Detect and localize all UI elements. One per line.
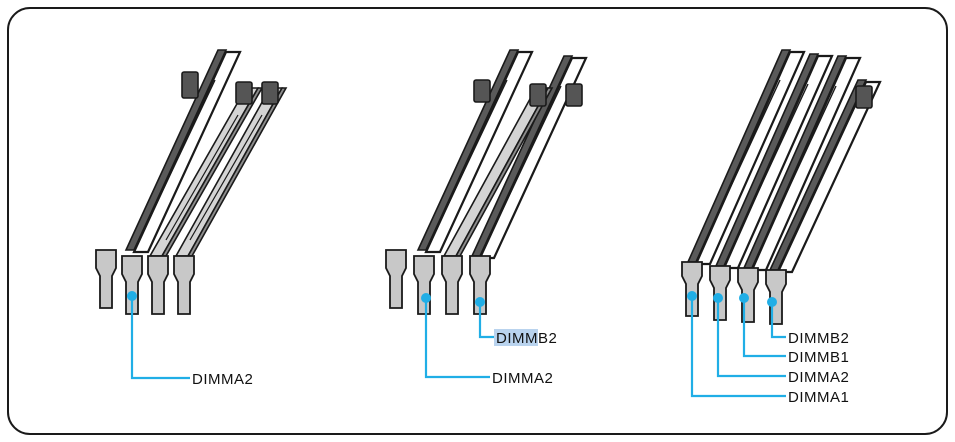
leader-dimmb1: [739, 293, 786, 358]
label-dimma2: DIMMA2: [492, 370, 553, 387]
leader-dimmb2: [475, 297, 494, 339]
front-latches: [95, 249, 195, 315]
dimm-slot-rails: [442, 87, 554, 257]
group-four-dimm: DIMMB2 DIMMB1 DIMMA2 DIMMA1: [681, 49, 882, 406]
label-dimma2: DIMMA2: [192, 371, 253, 388]
group-two-dimm: DIMMB2 DIMMA2: [385, 49, 588, 387]
label-dimmb2: DIMMB2: [788, 330, 849, 347]
label-dimma1: DIMMA1: [788, 389, 849, 406]
front-latches: [681, 261, 787, 325]
rear-latches: [473, 79, 583, 107]
memory-module-installed-a1: [686, 49, 806, 266]
memory-module-installed-a2: [416, 49, 534, 254]
memory-module-installed-b1: [742, 55, 862, 272]
label-dimmb1: DIMMB1: [788, 349, 849, 366]
rear-latches: [181, 71, 279, 105]
front-latches: [385, 249, 491, 315]
leader-dimmb2: [767, 297, 786, 339]
group-one-dimm: DIMMA2: [95, 49, 288, 388]
memory-module-installed: [124, 49, 242, 254]
text-highlight: [494, 329, 538, 346]
leader-dimma2: [713, 293, 786, 378]
rear-latches: [855, 85, 873, 109]
leader-dimma2: [421, 293, 490, 379]
label-dimma2: DIMMA2: [788, 369, 849, 386]
leader-dimma1: [687, 291, 786, 398]
memory-module-installed-b2: [768, 79, 882, 274]
label-dimmb2: DIMMB2: [496, 330, 557, 347]
leader-dimma2: [127, 291, 190, 380]
